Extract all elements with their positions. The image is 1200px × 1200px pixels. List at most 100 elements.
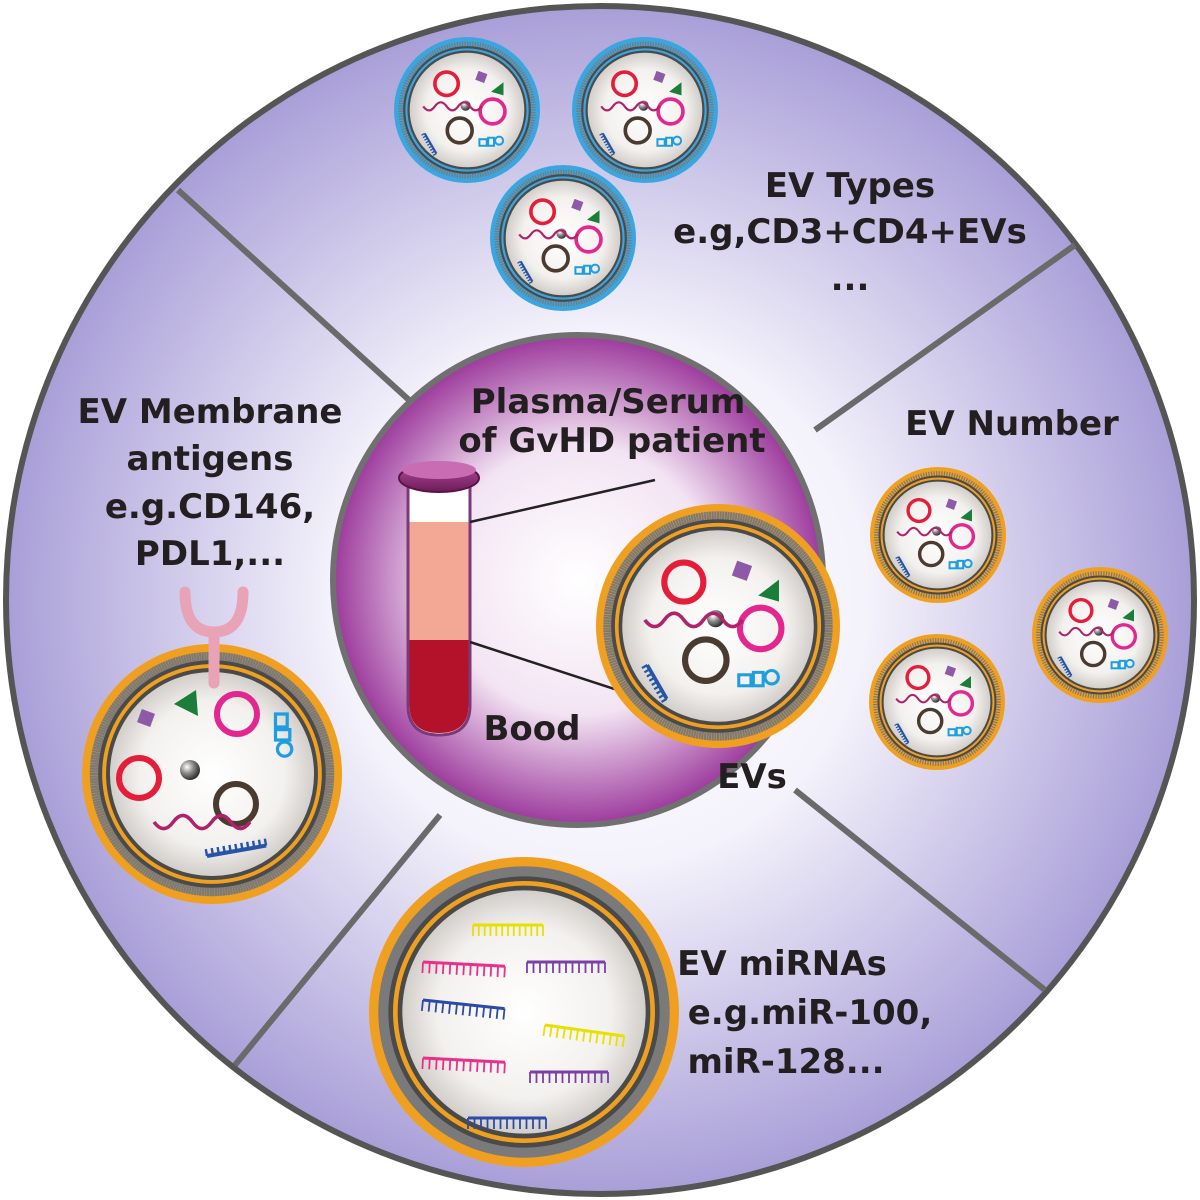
types-label-line2: e.g,CD3+CD4+EVs [673,212,1027,252]
hairpin-rna-icon [273,712,294,758]
purple-square-icon [731,560,753,581]
dna-comb-icon [599,132,616,156]
brown-ring-icon [445,116,474,145]
divider-bottom-right [793,787,1047,993]
membrane-label-line1: EV Membrane [77,392,342,432]
dna-comb-icon [472,923,544,936]
green-triangle-icon [587,210,600,224]
hairpin-rna-icon [1110,658,1135,670]
dna-comb-icon [894,723,910,745]
divider-top-right [813,242,1077,433]
pink-ring-icon [478,97,507,126]
red-ring-icon [906,497,932,524]
pink-ring-icon [736,604,785,653]
ev-mirna-vesicle [369,857,679,1167]
purple-square-icon [945,498,958,510]
vesicle-lumen [106,668,318,880]
types-label-line1: EV Types [765,166,935,206]
tube-cap-top [402,461,476,479]
number-label: EV Number [905,404,1119,444]
red-ring-icon [611,70,639,98]
membrane-label-line3: e.g.CD146, [105,487,315,527]
rna-strand-icon [896,526,953,537]
purple-square-icon [571,198,584,212]
mirna-strand-icon [467,1116,547,1129]
red-ring-icon [529,198,557,226]
mirna-label-line3: miR-128... [687,1042,884,1082]
extracellular-vesicle [82,644,342,904]
extracellular-vesicle [572,37,718,183]
red-ring-icon [1068,597,1094,624]
green-triangle-icon [491,82,504,96]
purple-square-icon [944,665,957,677]
mirna-strand-icon [526,960,606,973]
pink-ring-icon [948,523,976,550]
dna-comb-icon [517,260,534,284]
purple-square-icon [475,70,488,84]
red-ring-icon [433,70,461,98]
rna-strand-icon [643,611,744,629]
extracellular-vesicle [1032,567,1168,703]
green-triangle-icon [959,676,971,689]
red-ring-icon [905,664,931,691]
section-dividers [175,187,1077,1067]
plasma-layer [409,522,469,640]
red-ring-icon [661,559,707,605]
vesicle-lumen [397,885,651,1139]
extracellular-vesicle [870,467,1006,603]
green-triangle-icon [1122,609,1134,622]
mirna-strand-icon [472,923,544,936]
ev-number-vesicles [869,467,1168,770]
hairpin-rna-icon [656,135,683,147]
membrane-label-line2: antigens [127,439,294,479]
hairpin-rna-icon [737,669,780,688]
pink-ring-icon [947,690,975,717]
brown-ring-icon [213,781,259,827]
brown-ring-icon [623,116,652,145]
purple-square-icon [653,70,666,84]
purple-square-icon [137,709,155,727]
mirna-strand-icon [421,1056,506,1074]
mirna-strand-icon [529,1070,609,1083]
rna-strand-icon [152,813,252,831]
tube-label: Bood [484,709,581,749]
extracellular-vesicle [490,165,636,311]
pink-ring-icon [656,97,685,126]
brown-ring-icon [682,636,730,684]
types-label-line3: ... [831,259,870,299]
ev-label: EVs [717,757,787,797]
dna-comb-icon [204,838,268,858]
ev-center-vesicle [596,504,840,748]
green-triangle-icon [174,690,198,716]
dna-comb-icon [526,960,606,973]
dna-comb-icon [542,1023,626,1048]
dna-comb-icon [421,960,506,978]
gray-sphere-icon [180,760,200,780]
divider-top-left [175,187,423,413]
divider-bottom-left [232,813,443,1067]
brown-ring-icon [916,707,944,735]
ev-types-vesicles [394,37,718,311]
extracellular-vesicle [369,857,679,1167]
dna-comb-icon [641,664,669,703]
blood-tube [398,461,480,737]
extracellular-vesicle [394,37,540,183]
green-triangle-icon [758,579,779,602]
center-title-line2: of GvHD patient [458,421,765,461]
brown-ring-icon [917,540,945,568]
rna-strand-icon [600,101,661,112]
mirna-label-line1: EV miRNAs [677,944,887,984]
extracellular-vesicle [869,634,1005,770]
rna-strand-icon [422,101,483,112]
pink-ring-icon [1110,623,1138,650]
hairpin-rna-icon [574,263,601,275]
red-ring-icon [116,755,162,801]
blood-layer [409,640,469,733]
dna-comb-icon [529,1070,609,1083]
dna-comb-icon [1057,656,1073,678]
center-title-line1: Plasma/Serum [471,382,746,422]
mirna-strand-icon [542,1023,626,1048]
dna-comb-icon [420,998,506,1020]
hairpin-rna-icon [478,135,505,147]
